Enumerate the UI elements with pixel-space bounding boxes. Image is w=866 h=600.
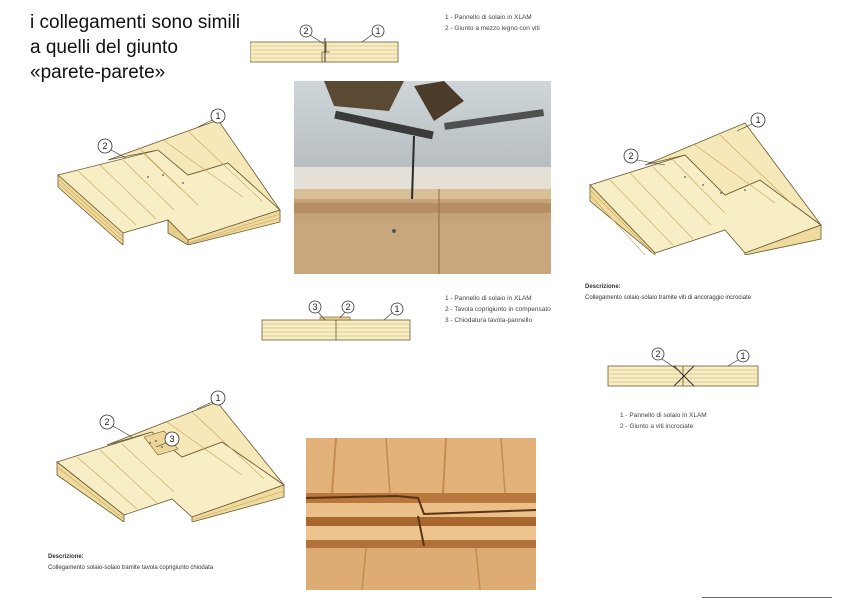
callout-2 — [651, 347, 665, 361]
section-panel — [250, 38, 399, 63]
legend-right: 1 - Pannello di solaio in XLAM 2 - Giunt… — [620, 410, 707, 432]
callout-label: 2 — [104, 417, 109, 427]
legend-middle: 1 - Pannello di solaio in XLAM 2 - Tavol… — [445, 293, 551, 326]
callout-label: 3 — [312, 302, 317, 312]
section-cover-strip-joint: 3 2 1 — [261, 300, 411, 341]
legend-item: 1 - Pannello di solaio in XLAM — [445, 14, 532, 21]
legend-item: 2 - Tavola coprigiunto in compensato — [445, 306, 551, 313]
callout-1 — [210, 390, 226, 406]
description-heading: Descrizione: — [585, 284, 621, 290]
callout-2 — [99, 414, 115, 430]
legend-top: 1 - Pannello di solaio in XLAM 2 - Giunt… — [445, 12, 540, 34]
description-text: Collegamento solaio-solaio tramite tavol… — [48, 565, 214, 571]
legend-item: 1 - Pannello di solaio in XLAM — [620, 412, 707, 419]
callout-3 — [164, 431, 180, 447]
callout-1 — [390, 302, 404, 316]
title-line: «parete-parete» — [30, 62, 166, 83]
callout-label: 1 — [375, 26, 380, 36]
callout-label: 1 — [215, 111, 220, 121]
slide-title: i collegamenti sono simili a quelli del … — [30, 10, 300, 85]
title-line: a quelli del giunto — [30, 37, 178, 58]
callout-1 — [750, 112, 766, 128]
callout-label: 1 — [755, 115, 760, 125]
footer-rule — [702, 597, 832, 598]
callout-label: 1 — [394, 304, 399, 314]
isometric-crossed-screws-joint: 2 1 — [589, 112, 822, 255]
section-halflap-joint: 2 1 — [250, 24, 399, 63]
callout-1 — [210, 108, 226, 124]
callout-1 — [371, 24, 385, 38]
description-bottom: Descrizione: Collegamento solaio-solaio … — [48, 552, 213, 574]
callout-2 — [341, 300, 355, 314]
isometric-panel — [57, 119, 281, 245]
callout-2 — [97, 138, 113, 154]
callout-label: 1 — [215, 393, 220, 403]
callout-label: 2 — [102, 141, 107, 151]
legend-item: 3 - Chiodatura tavola-pannello — [445, 317, 533, 324]
callout-3 — [308, 300, 322, 314]
isometric-halflap-joint: 2 1 — [57, 108, 281, 245]
isometric-cover-strip-joint: 2 3 1 — [56, 390, 285, 522]
description-heading: Descrizione: — [48, 554, 84, 560]
callout-label: 2 — [345, 302, 350, 312]
section-crossed-screws-joint: 2 1 — [607, 347, 759, 387]
callout-label: 1 — [740, 351, 745, 361]
callout-1 — [736, 349, 750, 363]
callout-2 — [623, 148, 639, 164]
isometric-panel — [56, 401, 285, 522]
description-text: Collegamento solaio-solaio tramite viti … — [585, 295, 752, 301]
legend-item: 2 - Giunto a mezzo legno con viti — [445, 25, 540, 32]
callout-label: 2 — [303, 26, 308, 36]
legend-item: 2 - Giunto a viti incrociate — [620, 423, 694, 430]
callout-label: 2 — [655, 349, 660, 359]
callout-2 — [299, 24, 313, 38]
title-line: i collegamenti sono simili — [30, 12, 241, 33]
section-panel — [261, 316, 411, 341]
legend-item: 1 - Pannello di solaio in XLAM — [445, 295, 532, 302]
isometric-panel — [589, 122, 822, 255]
section-panel — [607, 365, 759, 387]
photo-screw-installation — [294, 81, 551, 274]
callout-label: 2 — [628, 151, 633, 161]
photo-clt-panel-layers — [306, 438, 536, 590]
description-right: Descrizione: Collegamento solaio-solaio … — [585, 282, 751, 304]
callout-label: 3 — [169, 434, 174, 444]
